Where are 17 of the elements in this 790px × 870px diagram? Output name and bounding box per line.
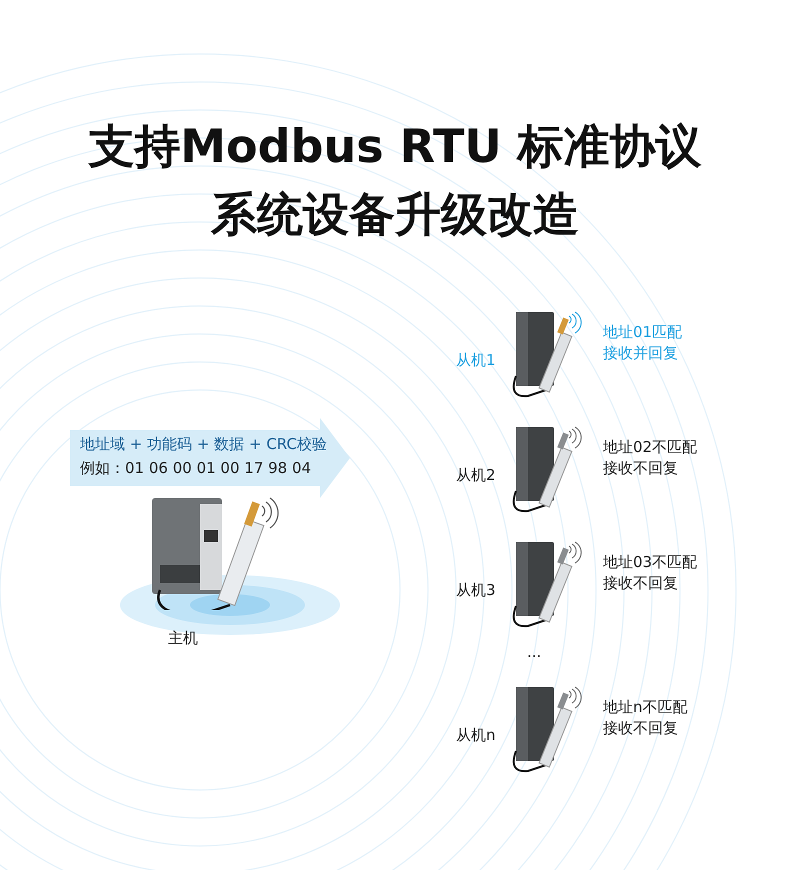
status-text: 地址03不匹配 [603,552,698,573]
device-label: 从机2 [456,465,496,486]
title: 支持Modbus RTU 标准协议系统设备升级改造 [87,118,703,243]
status-text: 地址02不匹配 [603,437,698,458]
status-text: 地址n不匹配 [603,697,688,718]
status-text: 接收不回复 [603,573,678,594]
ellipsis: ... [527,642,542,663]
status-text: 接收不回复 [603,718,678,739]
frame-format-text: 地址域 + 功能码 + 数据 + CRC校验 [80,434,327,455]
device-label: 从机n [456,725,496,746]
status-text: 地址01匹配 [603,322,682,343]
device-label: 从机3 [456,580,496,601]
status-text: 接收不回复 [603,458,678,479]
example-text: 例如：01 06 00 01 00 17 98 04 [80,458,312,479]
device-label: 主机 [168,628,198,649]
device-label: 从机1 [456,350,496,371]
status-text: 接收并回复 [603,343,678,364]
